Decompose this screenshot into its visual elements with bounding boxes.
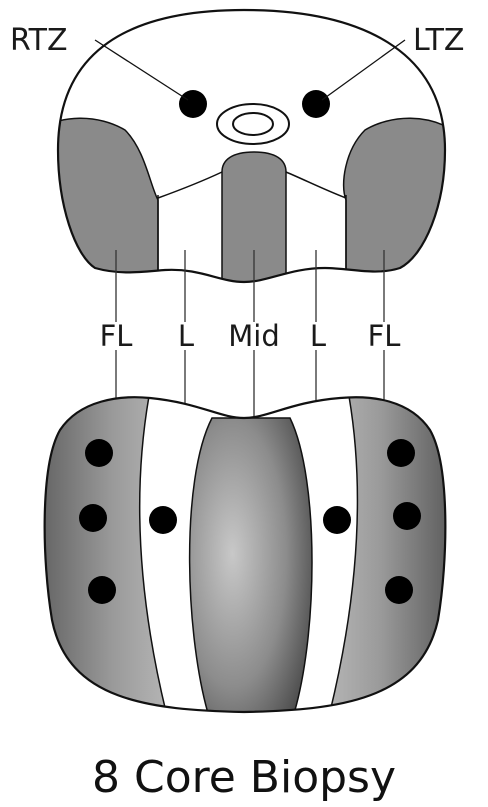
core-fl-left-3	[385, 576, 413, 604]
zone-labels: FL L Mid L FL	[100, 319, 401, 353]
core-l-right	[149, 506, 177, 534]
label-l-left: L	[310, 319, 326, 353]
diagram-title: 8 Core Biopsy	[92, 752, 396, 803]
core-ltz	[302, 90, 330, 118]
core-fl-right-1	[85, 439, 113, 467]
bottom-zone-mid	[190, 418, 312, 720]
core-l-left	[323, 506, 351, 534]
label-ltz: LTZ	[413, 23, 464, 58]
label-mid: Mid	[228, 319, 280, 353]
core-fl-right-2	[79, 504, 107, 532]
core-fl-left-2	[393, 502, 421, 530]
label-rtz: RTZ	[10, 23, 68, 58]
core-fl-right-3	[88, 576, 116, 604]
label-l-right: L	[178, 319, 194, 353]
label-fl-right: FL	[100, 319, 133, 353]
core-fl-left-1	[387, 439, 415, 467]
label-fl-left: FL	[368, 319, 401, 353]
top-zone-fl-left	[344, 118, 460, 300]
core-rtz	[179, 90, 207, 118]
top-section: RTZ LTZ	[10, 0, 464, 300]
bottom-section	[30, 380, 460, 720]
